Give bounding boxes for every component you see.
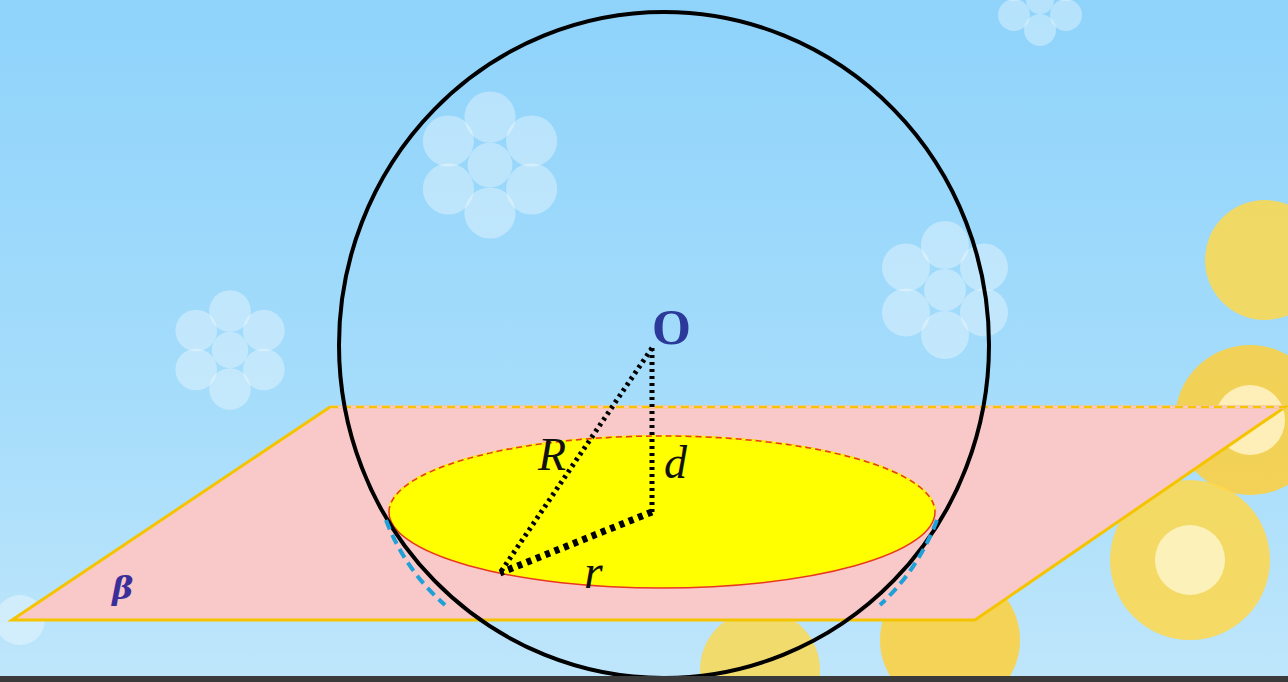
- sphere-outline: [339, 12, 989, 678]
- flower-decoration: [423, 91, 557, 238]
- blob-decoration: [0, 200, 1288, 682]
- radius-label: R: [538, 432, 566, 478]
- distance-label: d: [664, 440, 687, 486]
- plane-label: β: [112, 572, 133, 604]
- flower-decoration: [998, 0, 1082, 46]
- section-hidden-edge: [389, 436, 935, 512]
- sphere-dashed-arc: [386, 520, 445, 605]
- plane-hidden-edge: [330, 406, 1285, 409]
- center-label: O: [652, 302, 691, 352]
- section-circle: [389, 436, 935, 588]
- radius-segments: [500, 348, 652, 573]
- radius-segment: [500, 512, 652, 573]
- section-radius-label: r: [584, 548, 603, 596]
- sphere-dashed-arc: [880, 520, 937, 605]
- flower-decoration: [175, 290, 284, 410]
- section-hidden-edge: [389, 436, 935, 512]
- plane-beta: [12, 407, 1285, 620]
- footer-bar: [0, 676, 1288, 682]
- plane-hidden-edge: [330, 406, 1285, 408]
